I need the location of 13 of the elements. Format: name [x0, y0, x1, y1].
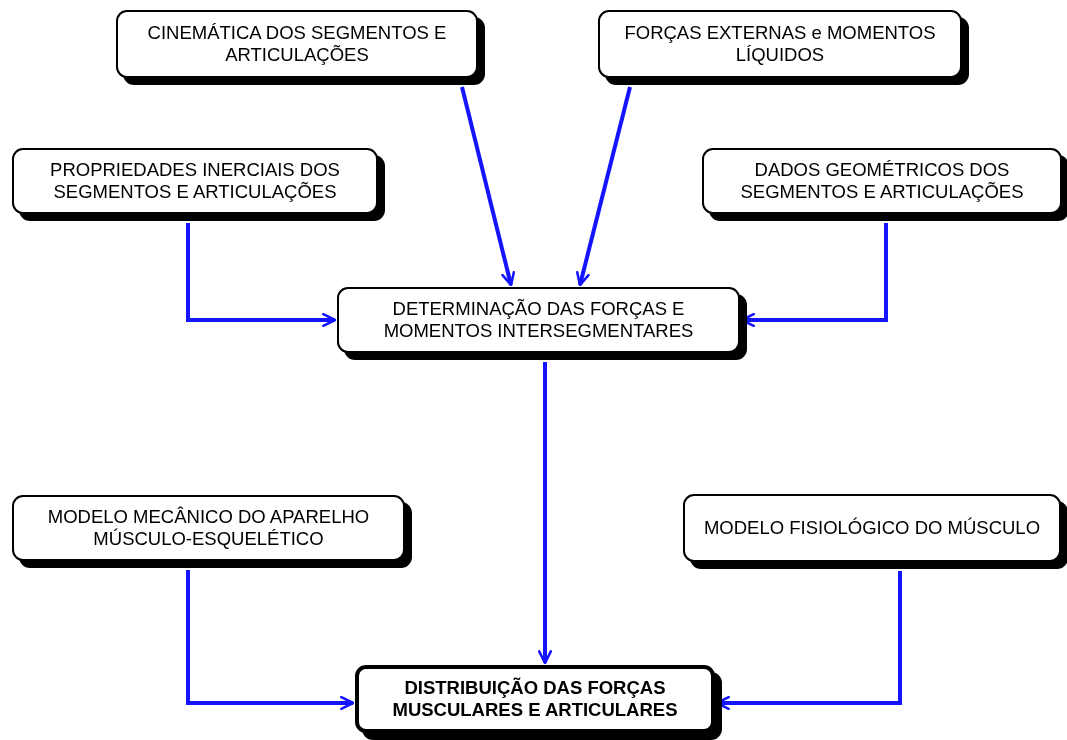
- arrow: [186, 570, 355, 711]
- arrow: [575, 86, 632, 287]
- box-label: DISTRIBUIÇÃO DAS FORÇAS MUSCULARES E ARTICULARES: [391, 677, 679, 721]
- box-label: MODELO MECÂNICO DO APARELHO MÚSCULO-ESQUELÉTICO: [46, 506, 371, 550]
- box-label: CINEMÁTICA DOS SEGMENTOS E ARTICULAÇÕES: [146, 22, 448, 66]
- box-label: PROPRIEDADES INERCIAIS DOS SEGMENTOS E ARTICULAÇÕES: [49, 159, 341, 203]
- box-label: FORÇAS EXTERNAS e MOMENTOS LÍQUIDOS: [623, 22, 937, 66]
- arrow: [460, 86, 516, 287]
- arrow: [186, 223, 337, 328]
- box-label: MODELO FISIOLÓGICO DO MÚSCULO: [703, 517, 1041, 539]
- box-label: DETERMINAÇÃO DAS FORÇAS E MOMENTOS INTERSEGMENTARES: [382, 298, 695, 342]
- arrow: [537, 362, 553, 665]
- box-label: DADOS GEOMÉTRICOS DOS SEGMENTOS E ARTICULAÇÕES: [739, 159, 1025, 203]
